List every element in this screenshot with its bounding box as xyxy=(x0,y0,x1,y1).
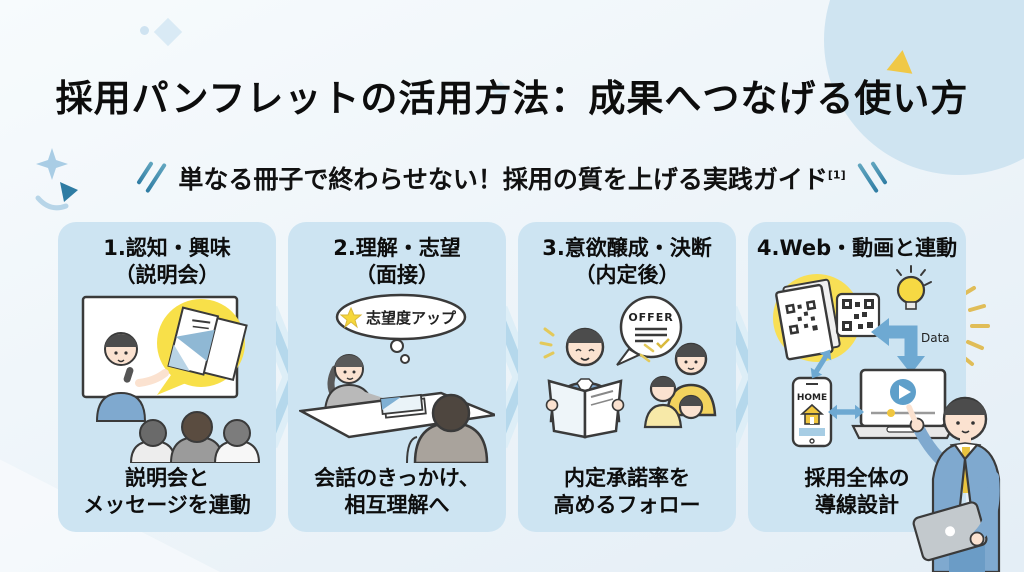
data-arrow-icon xyxy=(871,317,925,374)
step-card-decision: 3.意欲醸成・決断 （内定後） OFFER xyxy=(518,222,736,532)
step-card-web-video: 4.Web・動画と連動 xyxy=(748,222,966,532)
step-3-caption: 内定承諾率を 高めるフォロー xyxy=(518,465,736,520)
qr-pamphlet-icon xyxy=(775,278,841,361)
qr-card-icon xyxy=(835,292,881,337)
seminar-illustration xyxy=(81,295,261,463)
subtitle-text: 単なる冊子で終わらせない！採用の質を上げる実践ガイド xyxy=(178,165,828,194)
decor-dot-icon xyxy=(140,26,149,35)
step-3-caption-line2: 高めるフォロー xyxy=(553,493,701,518)
step-4-caption-line1: 採用全体の xyxy=(804,465,910,490)
step-1-caption: 説明会と メッセージを連動 xyxy=(58,465,276,520)
speech-bubble-pamphlet xyxy=(157,298,248,395)
holding-arm xyxy=(973,471,1000,541)
step-2-caption: 会話のきっかけ、 相互理解へ xyxy=(288,465,506,520)
step-2-heading-line1: 2.理解・志望 xyxy=(333,236,461,260)
decor-diamond-icon xyxy=(153,17,183,47)
step-2-caption-line2: 相互理解へ xyxy=(344,493,450,518)
step-3-heading-line2: （内定後） xyxy=(574,262,680,287)
step-3-heading-line1: 3.意欲醸成・決断 xyxy=(542,236,712,260)
open-pamphlet-right xyxy=(583,379,623,439)
decor-arc xyxy=(35,195,69,211)
pamphlet-on-table xyxy=(380,393,427,419)
step-1-heading: 1.認知・興味 （説明会） xyxy=(103,235,231,289)
steps-row: 1.認知・興味 （説明会） xyxy=(58,222,966,532)
step-card-understanding: 2.理解・志望 （面接） 志望度アップ xyxy=(288,222,506,532)
subtitle-row: 単なる冊子で終わらせない！採用の質を上げる実践ガイド[1] xyxy=(0,160,1024,196)
offer-bubble-icon: OFFER xyxy=(616,295,683,366)
step-1-caption-line2: メッセージを連動 xyxy=(83,493,251,518)
page-subtitle: 単なる冊子で終わらせない！採用の質を上げる実践ガイド[1] xyxy=(178,160,845,196)
step-card-awareness: 1.認知・興味 （説明会） xyxy=(58,222,276,532)
step-4-heading-line1: 4.Web・動画と連動 xyxy=(756,236,958,260)
offer-reader-figure xyxy=(545,327,625,439)
star-icon xyxy=(339,306,363,329)
home-label: HOME xyxy=(797,393,827,403)
interview-illustration: 志望度アップ xyxy=(299,293,495,463)
thought-bubble: 志望度アップ xyxy=(335,293,467,364)
smartphone-icon: HOME xyxy=(791,376,833,448)
step-4-caption: 採用全体の 導線設計 xyxy=(748,465,966,520)
candidate-figure xyxy=(406,393,489,463)
step-2-heading-line2: （面接） xyxy=(355,262,439,287)
family-figures xyxy=(639,342,717,428)
offer-illustration: OFFER xyxy=(539,295,717,439)
bubble-label: 志望度アップ xyxy=(366,309,457,327)
decor-slashes-right xyxy=(856,161,888,195)
step-1-heading-line1: 1.認知・興味 xyxy=(103,236,231,260)
pointing-finger xyxy=(906,404,918,424)
check-icon xyxy=(656,337,670,349)
step-4-caption-line2: 導線設計 xyxy=(815,493,899,518)
consultant-figure xyxy=(906,396,1001,572)
presenter-figure xyxy=(95,331,169,422)
page-title: 採用パンフレットの活用方法：成果へつなげる使い方 xyxy=(55,77,969,120)
pamphlet-icon xyxy=(167,306,248,381)
step-1-heading-line2: （説明会） xyxy=(114,262,220,287)
audience-figures xyxy=(129,410,261,463)
step-3-caption-line1: 内定承諾率を xyxy=(564,465,690,490)
step-1-caption-line1: 説明会と xyxy=(125,465,209,490)
lightbulb-icon xyxy=(896,264,932,310)
home-icon xyxy=(799,403,825,425)
sync-arrow-icon xyxy=(828,404,864,420)
web-linkage-illustration: Data HOME xyxy=(773,264,955,448)
offer-label: OFFER xyxy=(628,311,673,324)
step-2-heading: 2.理解・志望 （面接） xyxy=(333,235,461,289)
sparkle-lines-icon xyxy=(539,327,555,359)
decor-slashes-left xyxy=(136,161,168,195)
qr-code-icon xyxy=(785,299,818,335)
data-label: Data xyxy=(921,331,950,345)
step-3-heading: 3.意欲醸成・決断 （内定後） xyxy=(542,235,712,289)
step-4-heading: 4.Web・動画と連動 xyxy=(757,235,957,262)
footnote-marker: [1] xyxy=(827,168,846,182)
microphone-icon xyxy=(123,366,134,383)
step-2-caption-line1: 会話のきっかけ、 xyxy=(314,465,480,490)
